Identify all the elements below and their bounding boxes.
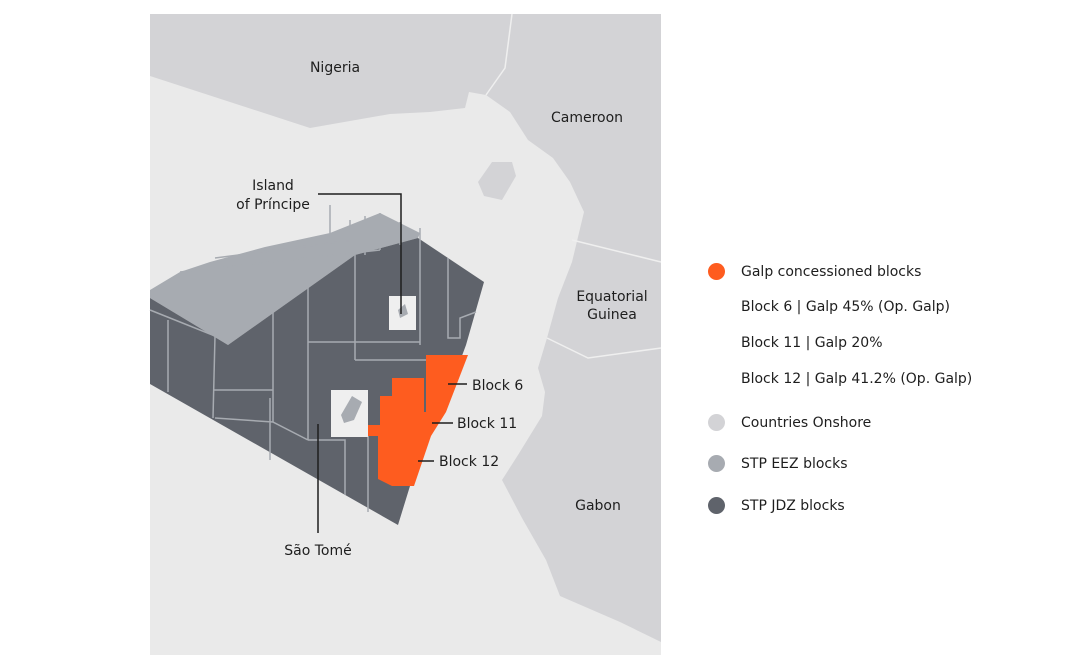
land-nigeria bbox=[150, 14, 512, 128]
label-gabon: Gabon bbox=[575, 498, 621, 514]
block-12-area bbox=[378, 436, 431, 486]
label-principe-2: of Príncipe bbox=[236, 197, 310, 213]
legend-onshore-label: Countries Onshore bbox=[741, 414, 872, 431]
label-block-12: Block 12 bbox=[439, 454, 499, 470]
legend-jdz: STP JDZ blocks bbox=[708, 497, 845, 514]
label-block-11: Block 11 bbox=[457, 416, 517, 432]
legend-detail-block-12: Block 12 | Galp 41.2% (Op. Galp) bbox=[741, 371, 973, 387]
land-cameroon-guinea-gabon bbox=[486, 14, 661, 642]
legend-eez: STP EEZ blocks bbox=[708, 455, 848, 472]
land-bioko bbox=[478, 162, 516, 200]
gray-circle-icon bbox=[708, 455, 725, 472]
legend-detail-block-6: Block 6 | Galp 45% (Op. Galp) bbox=[741, 299, 950, 315]
legend-galp-label: Galp concessioned blocks bbox=[741, 263, 922, 280]
label-sao-tome: São Tomé bbox=[284, 543, 351, 559]
label-principe-1: Island bbox=[252, 178, 294, 194]
block-11-area bbox=[368, 378, 446, 436]
block-6-area bbox=[426, 355, 468, 412]
region-eez bbox=[150, 213, 420, 345]
principe-shape bbox=[398, 304, 408, 318]
label-block-6: Block 6 bbox=[472, 378, 523, 394]
legend-detail-block-11: Block 11 | Galp 20% bbox=[741, 335, 883, 351]
label-equatorial-guinea-1: Equatorial bbox=[576, 289, 647, 305]
orange-circle-icon bbox=[708, 263, 725, 280]
label-equatorial-guinea-2: Guinea bbox=[587, 307, 637, 323]
border-lines bbox=[485, 13, 662, 359]
leader-lines bbox=[317, 193, 467, 533]
light-gray-circle-icon bbox=[708, 414, 725, 431]
legend-galp: Galp concessioned blocks bbox=[708, 263, 921, 280]
block-grid bbox=[149, 205, 477, 512]
legend-onshore: Countries Onshore bbox=[708, 414, 871, 431]
label-nigeria: Nigeria bbox=[310, 60, 360, 76]
legend-jdz-label: STP JDZ blocks bbox=[741, 497, 845, 514]
label-cameroon: Cameroon bbox=[551, 110, 623, 126]
dark-gray-circle-icon bbox=[708, 497, 725, 514]
sao-tome-shape bbox=[341, 396, 362, 423]
legend-eez-label: STP EEZ blocks bbox=[741, 455, 848, 472]
